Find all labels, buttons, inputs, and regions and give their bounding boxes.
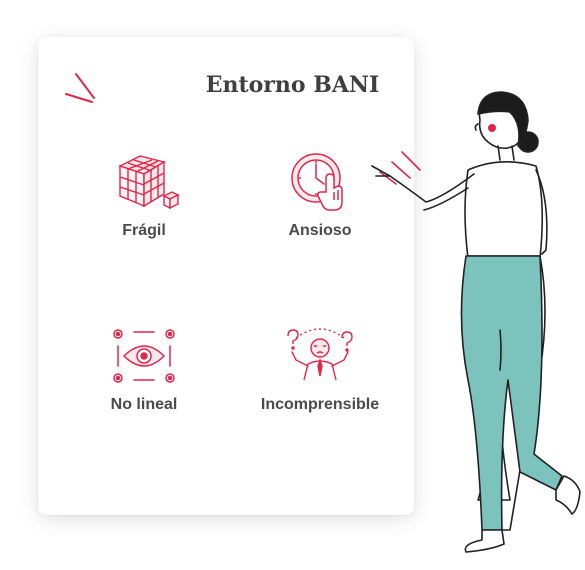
item-label: No lineal xyxy=(110,396,178,413)
item-ansioso: Ansioso xyxy=(240,148,400,240)
nonlinear-eye-icon xyxy=(113,329,175,383)
item-label: Frágil xyxy=(122,222,166,239)
item-label: Ansioso xyxy=(288,222,352,239)
confused-person-icon xyxy=(287,328,353,381)
item-fragil: Frágil xyxy=(64,148,224,240)
item-incomprensible: Incomprensible xyxy=(240,322,400,414)
item-no-lineal: No lineal xyxy=(64,322,224,414)
page-title: Entorno BANI xyxy=(205,72,380,98)
fragile-cube-icon xyxy=(118,155,180,210)
accent-strokes-icon xyxy=(65,73,95,103)
anxious-clock-icon xyxy=(291,153,343,211)
item-label: Incomprensible xyxy=(260,396,380,413)
woman-illustration-icon xyxy=(371,91,581,553)
bani-card xyxy=(38,37,414,515)
